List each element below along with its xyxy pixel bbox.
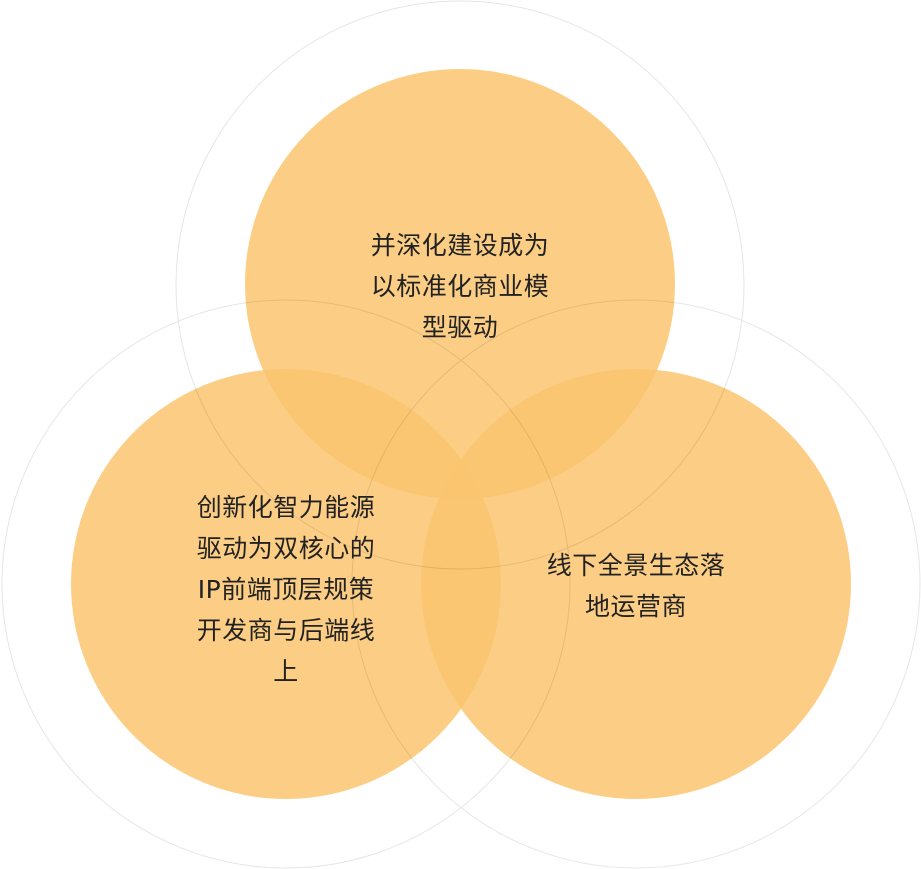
circle-left-label-line: 驱动为双核心的 xyxy=(196,534,376,563)
circle-left-label-line: IP前端顶层规策 xyxy=(197,575,375,604)
circle-left-label-line: 开发商与后端线 xyxy=(196,616,376,645)
circle-top-label-line: 并深化建设成为 xyxy=(370,231,550,260)
circle-right-label: 线下全景生态落 地运营商 xyxy=(486,545,786,627)
circle-right-label-line: 地运营商 xyxy=(584,592,687,621)
circle-top-label-line: 型驱动 xyxy=(421,313,499,342)
circle-right-label-line: 线下全景生态落 xyxy=(546,551,726,580)
circle-left xyxy=(71,369,501,799)
circle-left-label-line: 上 xyxy=(273,657,299,686)
circle-left-label-line: 创新化智力能源 xyxy=(196,493,376,522)
circle-left-label: 创新化智力能源 驱动为双核心的 IP前端顶层规策 开发商与后端线 上 xyxy=(136,487,436,692)
circle-top-label: 并深化建设成为 以标准化商业模 型驱动 xyxy=(310,225,610,348)
circle-right xyxy=(421,369,851,799)
circle-top-label-line: 以标准化商业模 xyxy=(370,272,550,301)
